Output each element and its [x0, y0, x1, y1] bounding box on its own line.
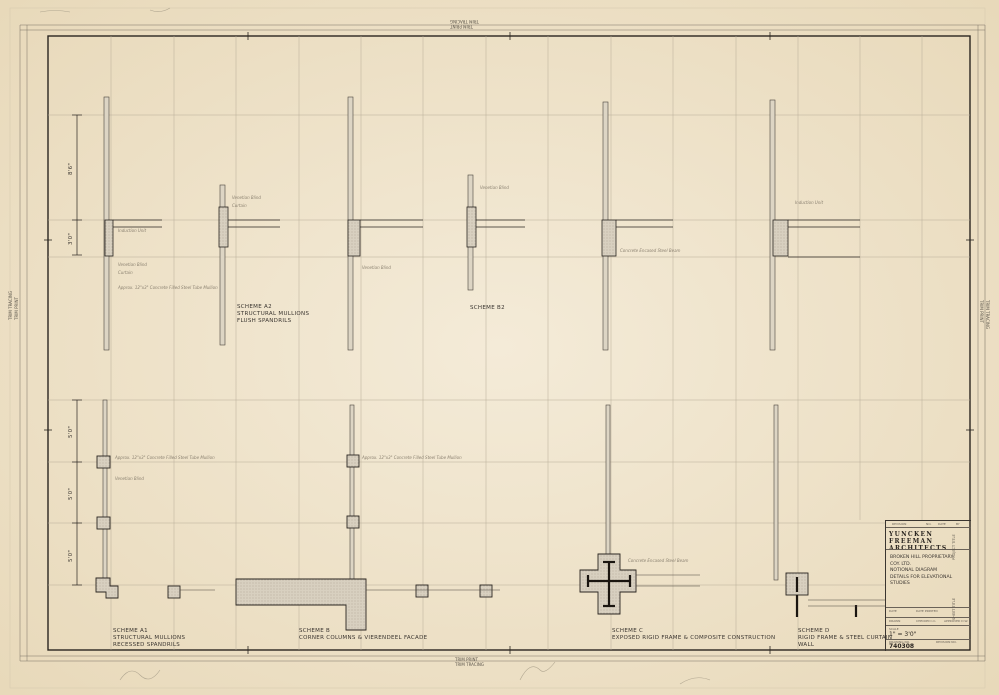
trim-print-label-right: TRIM PRINT [979, 300, 984, 323]
dimension-label: 5'0" [68, 487, 74, 500]
scheme-label-d: SCHEME D RIGID FRAME & STEEL CURTAIN WAL… [798, 628, 892, 649]
scheme-label-a2: SCHEME A2 STRUCTURAL MULLIONS FLUSH SPAN… [237, 304, 309, 325]
title-block: REVISION NO. DATE BY YUNCKEN FREEMAN ARC… [885, 520, 971, 651]
annotation: Venetian Blind [115, 476, 144, 481]
annotation: Approx. 12"x3" Concrete Filled Steel Tub… [115, 455, 215, 460]
annotation: Venetian Blind [118, 262, 147, 267]
scheme-title: SCHEME A2 [237, 304, 272, 310]
scheme-description: WALL [798, 642, 815, 648]
drawing-no-label: DRAWING NO. [889, 640, 910, 644]
project-line: STUDIES [890, 581, 910, 586]
scheme-description: FLUSH SPANDRILS [237, 318, 292, 324]
scheme-description: EXPOSED RIGID FRAME & COMPOSITE CONSTRUC… [612, 635, 776, 641]
scheme-label-a1: SCHEME A1 STRUCTURAL MULLIONS RECESSED S… [113, 628, 185, 649]
dimension-label: 3'0" [68, 232, 74, 245]
trim-tracing-label-left: TRIM TRACING [8, 291, 13, 320]
scheme-title: SCHEME A1 [113, 628, 148, 634]
annotation: Curtain [232, 203, 247, 208]
project-line: DETAILS FOR ELEVATIONAL [890, 574, 953, 580]
scheme-title: SCHEME C [612, 628, 644, 634]
revision-header: DATE [938, 522, 946, 526]
revision-header: NO. [926, 522, 932, 526]
firm-name-line: ARCHITECTS [889, 545, 948, 552]
scheme-title: SCHEME B [299, 628, 331, 634]
annotation: Curtain [118, 270, 133, 275]
project-title-side-label: PROJECT TITLE [952, 534, 956, 560]
steel-sections [586, 560, 858, 617]
project-title: BROKEN HILL PROPRIETARY COY. LTD. NOTION… [890, 555, 953, 588]
scale-value: 1" = 3'0" [889, 631, 917, 638]
scheme-description: CORNER COLUMNS & VIERENDEEL FACADE [299, 635, 428, 641]
annotation: Venetian Blind [480, 185, 509, 190]
drawing-border [47, 35, 971, 651]
dimension-label: 5'0" [68, 425, 74, 438]
date-label: DATE [889, 609, 897, 613]
dimension-label: 5'0" [68, 549, 74, 562]
trim-tracing-label-bottom: TRIM TRACING [455, 662, 484, 667]
scale-label: SCALE [889, 627, 899, 631]
annotation: Induction Unit [795, 200, 824, 205]
annotation: Venetian Blind [232, 195, 261, 200]
revision-header: BY [956, 522, 960, 526]
scheme-label-b: SCHEME B CORNER COLUMNS & VIERENDEEL FAC… [299, 628, 427, 642]
annotation: Concrete Encased Steel Beam [628, 558, 689, 563]
annotation: Approx. 12"x3" Concrete Filled Steel Tub… [362, 455, 462, 460]
firm-name: YUNCKEN FREEMAN ARCHITECTS [889, 531, 971, 552]
approved-label: APPROVED D.W. [944, 619, 969, 623]
firm-name-line: YUNCKEN FREEMAN [889, 531, 934, 545]
scheme-description: RECESSED SPANDRILS [113, 642, 181, 648]
project-line: NOTIONAL DIAGRAM [890, 568, 938, 573]
scheme-label-c: SCHEME C EXPOSED RIGID FRAME & COMPOSITE… [612, 628, 775, 642]
dimension-lines [72, 114, 82, 586]
checked-label: CHECKED I.C. [916, 619, 937, 623]
trim-print-label-left: TRIM PRINT [14, 297, 19, 320]
trim-tracing-label-right: TRIM TRACING [985, 300, 990, 329]
lower-mullions [102, 399, 779, 586]
drawing-number: 740308 [889, 643, 915, 650]
annotation: Approx. 12"x3" Concrete Filled Steel Tub… [118, 285, 218, 290]
annotation: Induction Unit [118, 228, 147, 233]
trim-lines [19, 24, 986, 662]
revision-no-label: REVISION NO. [936, 640, 957, 644]
project-line: COY. LTD. [890, 561, 912, 567]
scheme-description: STRUCTURAL MULLIONS [237, 311, 310, 317]
project-line: BROKEN HILL PROPRIETARY [890, 555, 954, 560]
revision-header: REVISION [892, 522, 907, 526]
scheme-description: STRUCTURAL MULLIONS [113, 635, 186, 641]
sheet-title-side-label: SHEET TITLE [952, 598, 956, 620]
annotation: Venetian Blind [362, 265, 391, 270]
scheme-label-b2: SCHEME B2 [470, 305, 505, 312]
scheme-description: RIGID FRAME & STEEL CURTAIN [798, 635, 893, 641]
date-printed-label: DATE PRINTED [916, 609, 938, 613]
grid [48, 36, 970, 650]
scheme-title: SCHEME B2 [470, 305, 505, 311]
scheme-title: SCHEME D [798, 628, 830, 634]
annotation: Concrete Encased Steel Beam [620, 248, 681, 253]
drawn-label: DRAWN [889, 619, 901, 623]
trim-print-label-top: TRIM PRINT [450, 24, 473, 29]
upper-spandrels [104, 206, 860, 258]
trim-print-label-bottom: TRIM PRINT [455, 657, 478, 662]
dimension-label: 8'6" [68, 162, 74, 175]
